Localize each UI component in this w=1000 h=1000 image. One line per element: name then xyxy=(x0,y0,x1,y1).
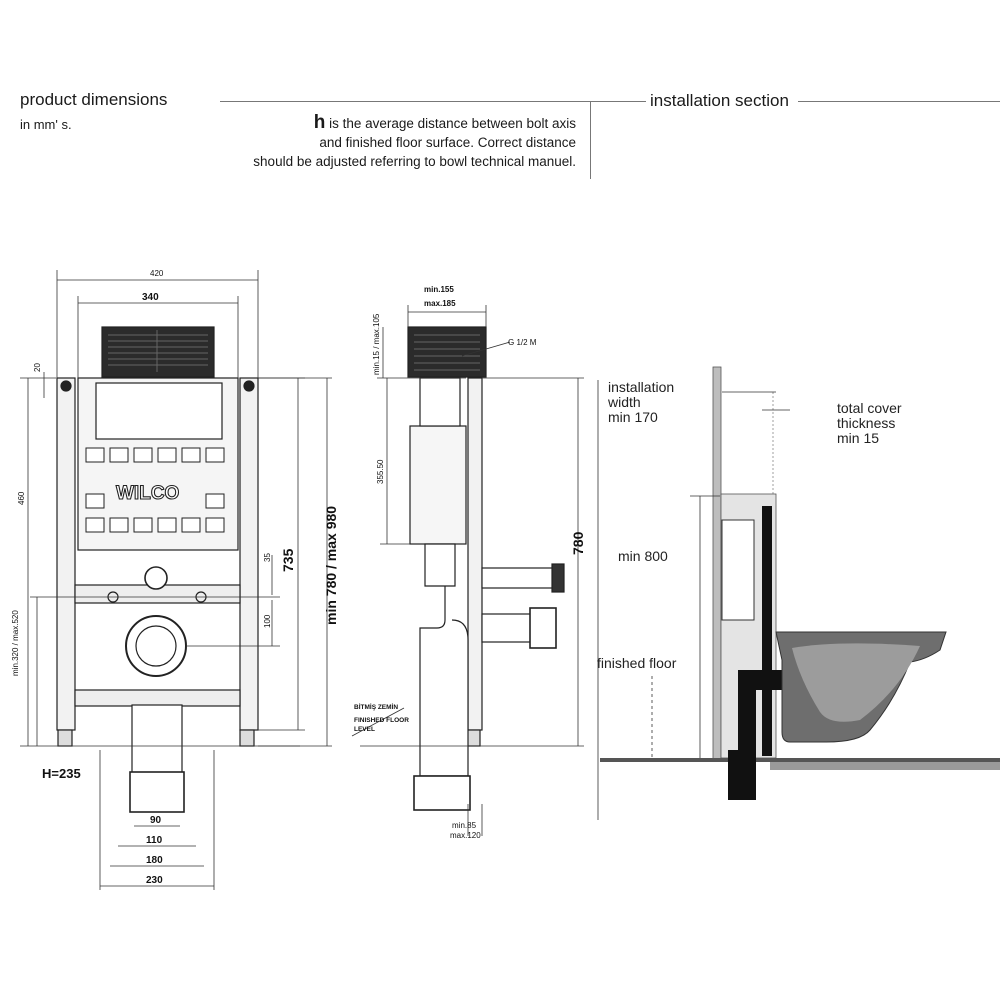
dim-340: 340 xyxy=(142,292,159,303)
left-mount-bolt xyxy=(60,380,72,392)
dim-20: 20 xyxy=(33,363,42,372)
dim-420: 420 xyxy=(150,269,164,278)
thread-spec: G 1/2 M xyxy=(508,338,537,347)
dim-110: 110 xyxy=(146,835,163,846)
dim-min320-max520: min.320 / max.520 xyxy=(11,610,20,676)
cistern-grid xyxy=(85,447,225,533)
drain-inner xyxy=(135,625,177,667)
side-outlet-collar xyxy=(529,607,557,649)
dim-min85: min.85 xyxy=(452,821,477,830)
units-note: in mm' s. xyxy=(20,117,72,132)
dim-780: 780 xyxy=(570,531,586,555)
dim-max120: max.120 xyxy=(450,831,481,840)
header-rule-mid xyxy=(591,101,646,102)
installation-section-title: installation section xyxy=(650,91,789,110)
dim-min15-max105: min.15 / max.105 xyxy=(372,313,381,375)
inlet-fitting xyxy=(144,566,168,590)
cistern-top-panel xyxy=(95,382,223,440)
dim-min155: min.155 xyxy=(424,285,454,294)
installation-width-l1: installation xyxy=(608,379,675,395)
side-inlet-cap xyxy=(551,563,565,593)
section-drain-pipe xyxy=(728,670,790,800)
wall-cover xyxy=(712,366,722,761)
side-valve xyxy=(419,377,461,427)
dim-460: 460 xyxy=(17,491,26,505)
product-dimensions-title: product dimensions xyxy=(20,90,168,109)
dim-90: 90 xyxy=(150,815,162,826)
note-line-3: should be adjusted referring to bowl tec… xyxy=(253,154,576,169)
header-rule-right xyxy=(798,101,1000,102)
side-drain-bend xyxy=(419,586,469,777)
h-value: H=235 xyxy=(42,766,81,781)
installation-width-callout: installation width min 170 xyxy=(608,380,674,425)
bolt-axis-note: h is the average distance between bolt a… xyxy=(200,113,576,171)
floor-slab xyxy=(770,762,1000,770)
dim-max185: max.185 xyxy=(424,299,456,308)
dim-100: 100 xyxy=(263,614,272,628)
finished-floor-line xyxy=(600,758,1000,762)
finished-floor-label: finished floor xyxy=(597,655,677,671)
installation-width-l2: width xyxy=(608,394,641,410)
installation-width-l3: min 170 xyxy=(608,409,658,425)
note-line-1: is the average distance between bolt axi… xyxy=(325,116,576,131)
dim-355-50: 355.50 xyxy=(376,459,385,484)
cover-thickness-l3: min 15 xyxy=(837,430,880,446)
floor-label-tr: BİTMİŞ ZEMİN xyxy=(354,703,398,711)
cover-thickness-callout: total cover thickness min 15 xyxy=(837,401,902,446)
note-line-2: and finished floor surface. Correct dist… xyxy=(319,135,576,150)
min-800-label: min 800 xyxy=(618,548,668,564)
dim-min-max-height: min 780 / max 980 xyxy=(323,506,339,625)
dim-35: 35 xyxy=(263,553,272,562)
floor-label-en-1: FINISHED FLOOR xyxy=(354,717,409,724)
dim-230: 230 xyxy=(146,875,163,886)
right-mount-bolt xyxy=(243,380,255,392)
note-h-symbol: h xyxy=(313,112,326,133)
section-rail xyxy=(762,506,772,756)
bowl-inner xyxy=(792,643,920,722)
cover-thickness-l1: total cover xyxy=(837,400,902,416)
floor-label-en-2: LEVEL xyxy=(354,726,375,733)
cover-thickness-l2: thickness xyxy=(837,415,896,431)
side-drain-outlet xyxy=(413,775,471,811)
dim-180: 180 xyxy=(146,855,163,866)
section-cistern xyxy=(721,519,755,621)
dim-735: 735 xyxy=(280,548,296,572)
outlet-pipe-upper xyxy=(131,704,183,776)
outlet-pipe-lower xyxy=(129,771,185,813)
header-rule-left xyxy=(220,101,590,102)
header-divider xyxy=(590,101,591,179)
side-flush-pipe xyxy=(424,543,456,587)
brand-logo: WILCO xyxy=(116,483,179,504)
